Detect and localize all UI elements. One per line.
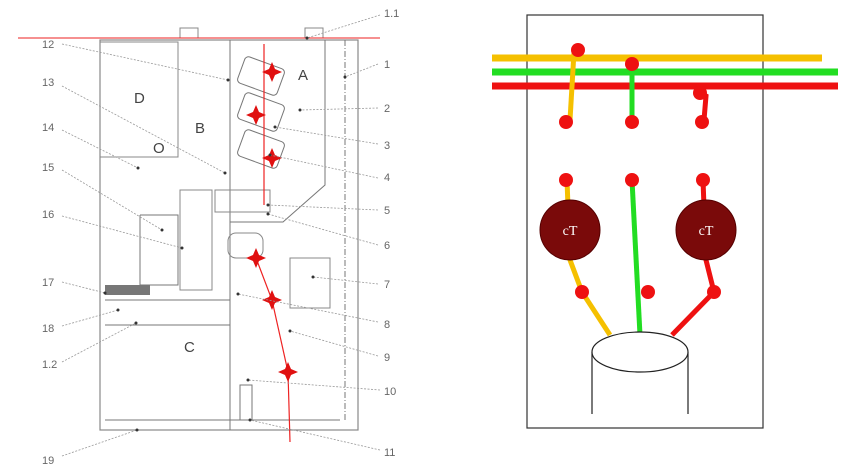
label-16: 16 bbox=[42, 209, 54, 221]
right-single-line-diagram: cT cT bbox=[492, 14, 838, 429]
red-path-lower bbox=[255, 257, 291, 443]
current-transformer-left: cT bbox=[539, 199, 601, 261]
leader-lines bbox=[61, 14, 381, 457]
compartment-d-label: D bbox=[134, 90, 145, 107]
compartment-c-label: C bbox=[184, 339, 195, 356]
label-2: 2 bbox=[384, 103, 390, 115]
current-transformer-right: cT bbox=[675, 199, 737, 261]
label-10: 10 bbox=[384, 386, 396, 398]
lifting-eye-right bbox=[304, 27, 324, 39]
star-icon bbox=[278, 362, 298, 382]
label-12: 12 bbox=[42, 39, 54, 51]
label-17: 17 bbox=[42, 277, 54, 289]
label-11: 11 bbox=[384, 447, 395, 459]
ct-left-label: cT bbox=[563, 224, 578, 239]
label-14: 14 bbox=[42, 122, 54, 134]
part-number-labels: 1.1 12 1 13 2 14 3 15 4 16 5 6 17 7 18 8… bbox=[42, 8, 399, 467]
label-1-2: 1.2 bbox=[42, 359, 57, 371]
compartment-o-label: O bbox=[153, 140, 165, 157]
compartment-d bbox=[99, 41, 179, 158]
label-4: 4 bbox=[384, 172, 390, 184]
compartment-b-label: B bbox=[195, 120, 205, 137]
label-3: 3 bbox=[384, 140, 390, 152]
panel-outline bbox=[526, 14, 764, 429]
label-6: 6 bbox=[384, 240, 390, 252]
label-5: 5 bbox=[384, 205, 390, 217]
star-icon bbox=[262, 290, 282, 310]
label-19: 19 bbox=[42, 455, 54, 467]
star-icon bbox=[262, 148, 282, 168]
fault-markers bbox=[246, 62, 298, 382]
label-7: 7 bbox=[384, 279, 390, 291]
star-icon bbox=[262, 62, 282, 82]
cable-termination bbox=[591, 331, 689, 414]
cabinet-outline bbox=[99, 39, 359, 431]
label-9: 9 bbox=[384, 352, 390, 364]
star-icon bbox=[246, 248, 266, 268]
label-13: 13 bbox=[42, 77, 54, 89]
label-18: 18 bbox=[42, 323, 54, 335]
label-1: 1 bbox=[384, 59, 390, 71]
left-switchgear-cross-section: A B C D O bbox=[18, 8, 399, 467]
label-1-1: 1.1 bbox=[384, 8, 399, 20]
connection-points bbox=[559, 43, 721, 299]
label-15: 15 bbox=[42, 162, 54, 174]
star-icon bbox=[246, 105, 266, 125]
label-8: 8 bbox=[384, 319, 390, 331]
ct-right-label: cT bbox=[699, 224, 714, 239]
compartment-a-label: A bbox=[298, 67, 308, 84]
lifting-eye-left bbox=[179, 27, 199, 39]
